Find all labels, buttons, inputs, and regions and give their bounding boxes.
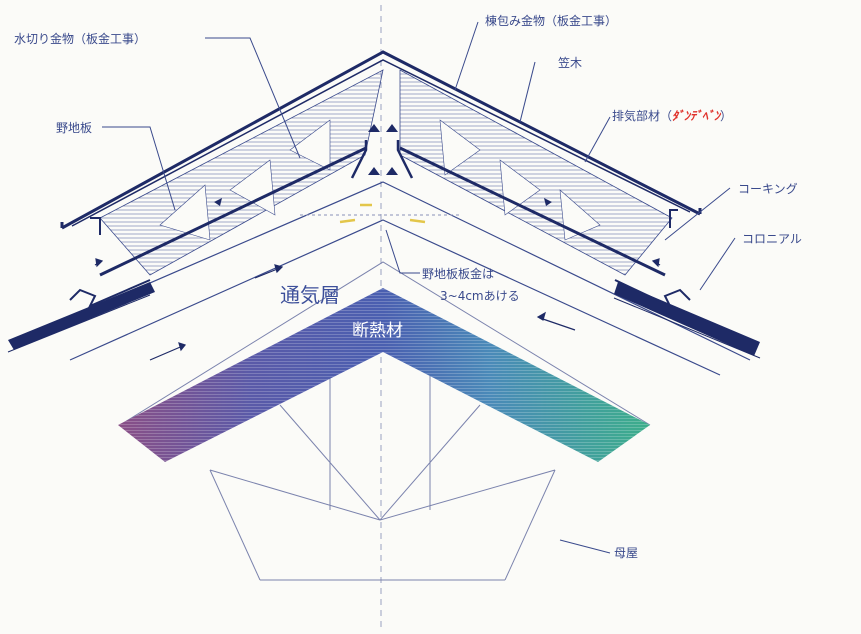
ridge-hatch-right	[399, 69, 673, 276]
label-note-line2: 3~4cmあける	[440, 289, 520, 303]
label-haiki: 排気部材（ﾀﾞﾝﾃﾞﾍﾞﾝ）	[612, 110, 732, 122]
gap-marks	[339, 203, 426, 224]
label-dannetsu: 断熱材	[352, 321, 403, 341]
label-colonial: コロニアル	[742, 232, 802, 246]
label-mizukiri: 水切り金物（板金工事）	[14, 32, 147, 46]
roof-colonial	[7, 282, 761, 359]
ridge-cap-inner	[71, 59, 691, 227]
leader-lines	[102, 21, 736, 554]
ridge-hatch-left	[99, 69, 384, 276]
exhaust-vents	[350, 140, 414, 179]
label-haiki-prefix: 排気部材（	[612, 109, 673, 123]
label-haiki-suffix: ）	[720, 109, 733, 123]
label-note-line1: 野地板板金は	[422, 267, 495, 281]
label-coking: コーキング	[738, 182, 798, 196]
label-tsukisou: 通気層	[280, 283, 340, 307]
insulation	[118, 288, 650, 462]
vent-arrows	[214, 124, 552, 206]
hatch-voids	[159, 119, 601, 241]
label-haiki-brand: ﾀﾞﾝﾃﾞﾍﾞﾝ	[672, 109, 721, 123]
label-nojiita: 野地板	[56, 121, 93, 135]
label-hekiheki: 母屋	[614, 546, 639, 560]
label-munatsutsumi: 棟包み金物（板金工事）	[485, 14, 618, 28]
ridge-cap	[60, 50, 702, 230]
flashing	[69, 209, 691, 309]
lower-structure	[119, 261, 651, 581]
flow-arrows	[94, 258, 661, 361]
label-kasagi: 笠木	[558, 56, 583, 70]
sheathing	[99, 146, 666, 277]
